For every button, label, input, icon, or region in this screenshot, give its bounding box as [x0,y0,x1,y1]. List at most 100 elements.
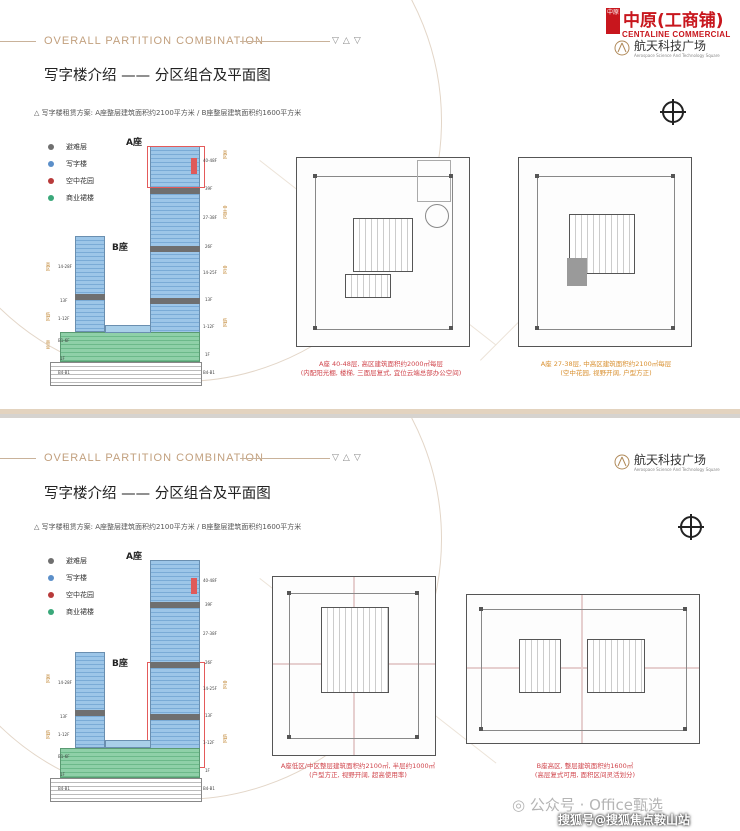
refuge-floor [75,294,105,300]
plan-column [671,326,675,330]
floor-plan-a-midhigh [518,157,692,347]
compass-icon [660,99,686,125]
floor-label: 14-25F [203,686,217,691]
plan-column [287,591,291,595]
legend-item: 空中花园 [48,586,94,603]
legend-dot [48,591,54,598]
refuge-floor [75,710,105,716]
plan-column [415,591,419,595]
floor-label: B4-B1 [203,786,215,791]
plan-column [683,727,687,731]
centaline-logo-text: 中原(工商铺) [623,10,724,31]
page-title: 写字楼介绍 —— 分区组合及平面图 [44,68,271,84]
wechat-icon: ◎ [512,796,530,814]
floor-label: 1F [60,772,65,777]
watermark-text: 公众号 · Office甄选 [529,796,663,814]
plan-caption-right: B座高区, 整层建筑面积约1600㎡ (高层复式可用, 面积区间灵活划分) [490,762,680,780]
legend-dot [48,608,54,615]
floor-label: 1-12F [203,324,215,329]
zone-label: 高区 [222,150,227,159]
watermark-wechat: ◎ 公众号 · Office甄选 [512,794,663,815]
aerospace-logo-icon [614,40,630,56]
plan-column [313,326,317,330]
floor-label: 13F [205,297,213,302]
legend-label: 空中花园 [66,176,94,185]
floor-label: 13F [205,713,213,718]
plan-caption-right: A座 27-38层, 中高区建筑面积约2100㎡每层 (空中花园, 视野开阔, … [508,360,704,378]
spiral-stair-icon [425,204,449,228]
refuge-floor [150,714,200,720]
plan-inner-wall [537,176,675,330]
legend-item: 写字楼 [48,155,94,172]
legend-item: 避难层 [48,552,94,569]
sky-garden-marker [191,578,197,594]
connector [105,740,151,748]
zone-label: 低区 [222,318,227,327]
plan-column [415,735,419,739]
connector [105,325,151,333]
plan-core [587,639,645,693]
plan-column [479,607,483,611]
centaline-logo-english: CENTALINE COMMERCIAL [622,30,731,39]
floor-plan-a-low [272,576,436,756]
legend-label: 商业裙楼 [66,193,94,202]
legend-label: 商业裙楼 [66,607,94,616]
zone-label: 商业 [45,340,50,349]
page-subtitle: △ 写字楼租赁方案: A座整层建筑面积约2100平方米 / B座整层建筑面积约1… [34,108,301,118]
floor-label: 26F [205,244,213,249]
floor-label: 26F [205,660,213,665]
basement [50,778,202,802]
legend-dot [48,160,54,167]
caption-title: B座高区, 整层建筑面积约1600㎡ [536,762,634,770]
legend-dot [48,143,54,150]
zone-label: 中区 [222,680,227,689]
aerospace-logo: 航天科技广场 Aerospace Science And Technology … [614,40,720,58]
zone-label: 中高区 [222,205,227,219]
floor-label: 13F [60,714,68,719]
floor-label: B1-6F [58,754,70,759]
floor-label: B1-6F [58,338,70,343]
slide-2: OVERALL PARTITION COMBINATION ▽△▽ 航天科技广场… [0,418,740,831]
zone-label: 低区 [45,312,50,321]
floor-label: 1F [60,356,65,361]
plan-column [479,727,483,731]
basement [50,362,202,386]
floor-label: 1F [205,352,210,357]
caption-title: A座 40-48层, 高区建筑面积约2000㎡每层 [318,360,444,368]
header-rule-right [240,41,330,42]
legend-dot [48,194,54,201]
tower-b-label: B座 [112,659,128,669]
floor-label: B4-B1 [203,370,215,375]
plan-axis [581,595,583,743]
plan-column [535,174,539,178]
plan-core [519,639,561,693]
podium-building [60,748,200,778]
plan-column [287,735,291,739]
floor-label: 40-48F [203,578,217,583]
refuge-floor [150,298,200,304]
tower-a-label: A座 [126,552,142,562]
header-rule-right [240,458,330,459]
tower-b-label: B座 [112,243,128,253]
centaline-logo: 中原 中原(工商铺) [606,8,724,34]
floor-label: 27-38F [203,215,217,220]
legend-item: 避难层 [48,138,94,155]
page-subtitle: △ 写字楼租赁方案: A座整层建筑面积约2100平方米 / B座整层建筑面积约1… [34,522,301,532]
page-title: 写字楼介绍 —— 分区组合及平面图 [44,486,271,502]
caption-detail: (内配阳光棚, 楼梯, 三面层复式, 宜位云端总部办公空间) [300,369,462,377]
legend-label: 避难层 [66,142,87,151]
aerospace-logo-english: Aerospace Science And Technology Square [634,53,720,58]
tower-b [75,652,105,748]
aerospace-logo-text: 航天科技广场 [634,39,707,53]
plan-core [321,607,389,693]
sky-garden-marker [191,158,197,174]
floor-label: B4-B1 [58,370,70,375]
subtitle-text: 写字楼租赁方案: A座整层建筑面积约2100平方米 / B座整层建筑面积约160… [41,523,302,531]
centaline-seal: 中原 [606,8,620,34]
floor-plan-b-high [466,594,700,744]
legend-label: 避难层 [66,556,87,565]
caption-title: A座 27-38层, 中高区建筑面积约2100㎡每层 [540,360,672,368]
triangle-icons: ▽△▽ [332,36,365,46]
legend-dot [48,574,54,581]
zone-label: 低区 [222,734,227,743]
